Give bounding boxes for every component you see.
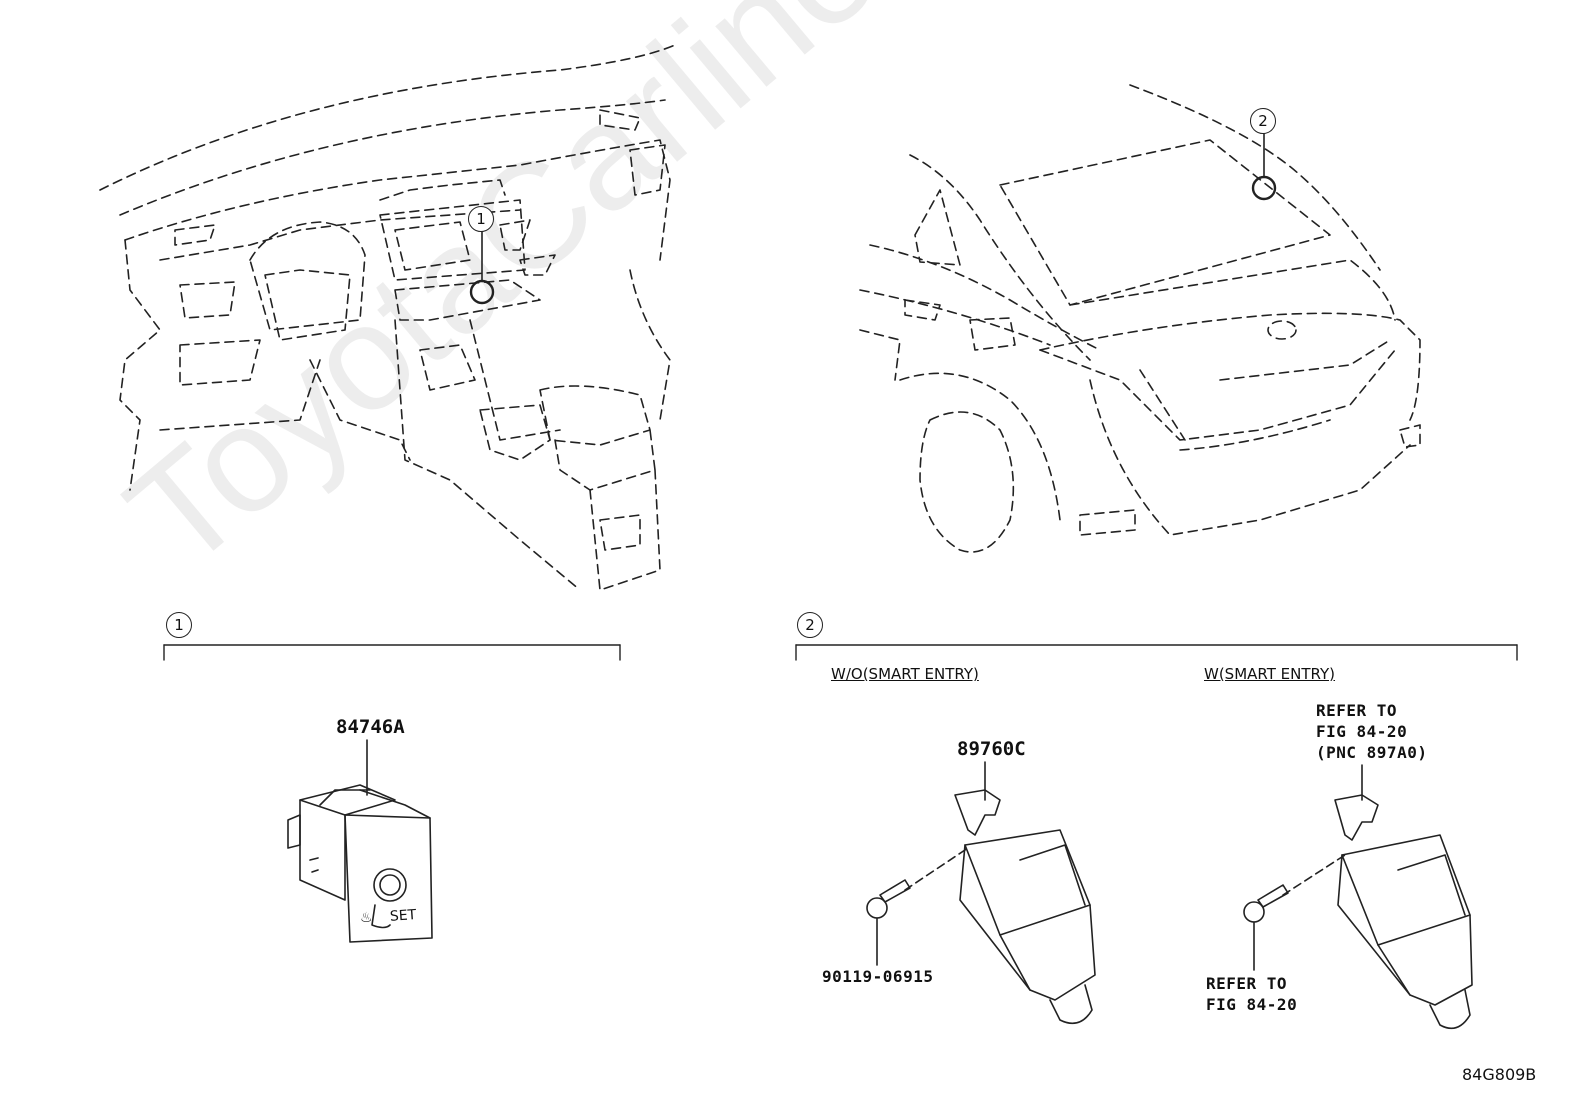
car-rear-illustration	[859, 84, 1421, 553]
switch-set-label: SET	[389, 907, 417, 925]
section-2-bracket	[795, 644, 1518, 661]
section-1-bracket	[163, 644, 621, 661]
sensor-smart-entry-drawing	[1243, 764, 1473, 1030]
refer-to-fig-84-20-pnc: REFER TO FIG 84-20 (PNC 897A0)	[1316, 701, 1428, 762]
part-number-89760C: 89760C	[957, 738, 1026, 760]
section-1-number: 1	[166, 612, 192, 638]
callout-1-leader	[469, 229, 495, 305]
heading-with-smart-entry: W(SMART ENTRY)	[1204, 665, 1336, 683]
callout-2-leader	[1251, 133, 1277, 201]
dashboard-illustration	[99, 44, 676, 591]
section-2-number: 2	[797, 612, 823, 638]
part-number-84746A: 84746A	[336, 716, 405, 738]
refer-to-fig-84-20: REFER TO FIG 84-20	[1206, 974, 1298, 1014]
callout-2-marker: 2	[1250, 108, 1276, 134]
switch-84746A-drawing	[287, 739, 433, 943]
heading-without-smart-entry: W/O(SMART ENTRY)	[831, 665, 979, 683]
sensor-89760C-drawing	[866, 761, 1096, 1025]
part-number-90119-06915: 90119-06915	[822, 967, 934, 986]
callout-1-marker: 1	[468, 206, 494, 232]
seat-heater-icon: ♨	[360, 910, 373, 926]
figure-code: 84G809B	[1462, 1065, 1537, 1084]
